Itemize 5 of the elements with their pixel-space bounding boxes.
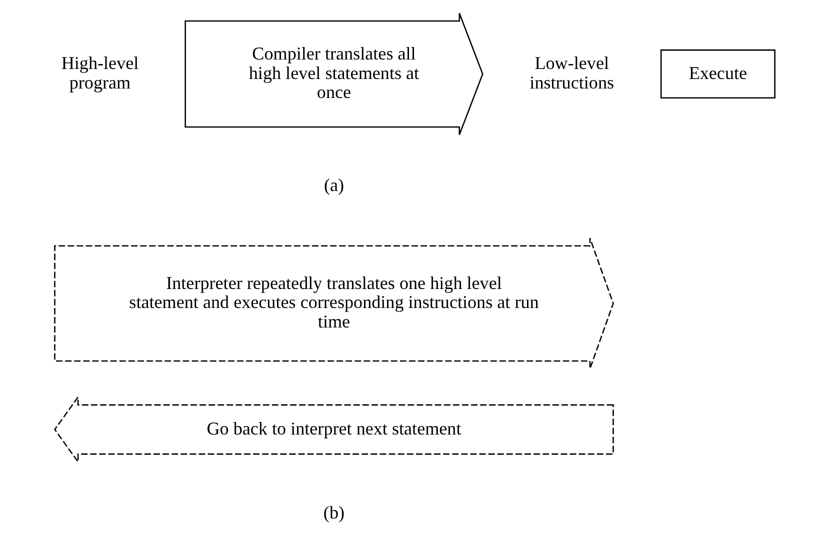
label: (b) [322, 502, 344, 522]
node-text: High-level program [60, 53, 138, 92]
label: (a) [323, 175, 344, 196]
node-box: Execute [660, 49, 775, 99]
node-text: Low-level instructions [529, 53, 614, 92]
